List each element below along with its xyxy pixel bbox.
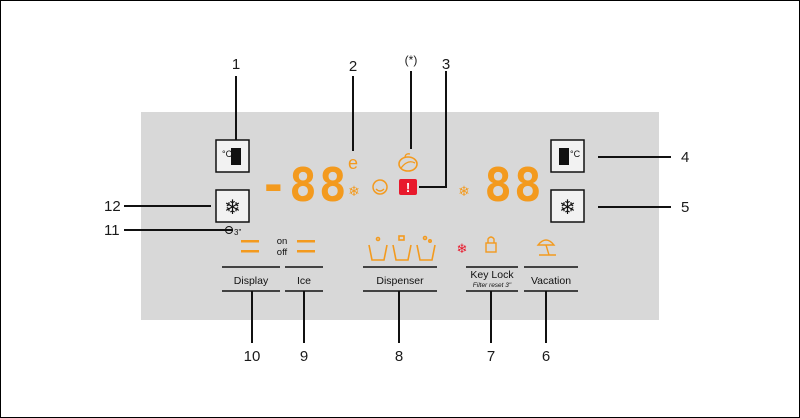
callout-2: 2 bbox=[349, 58, 357, 75]
display-indicator bbox=[241, 240, 259, 253]
callout-6: 6 bbox=[542, 348, 550, 365]
svg-text:!: ! bbox=[406, 180, 410, 195]
dispenser-button[interactable]: Dispenser bbox=[376, 275, 424, 287]
vacation-button[interactable]: Vacation bbox=[531, 275, 571, 287]
ice-button[interactable]: Ice bbox=[297, 275, 311, 287]
eco-leaf-icon bbox=[398, 153, 418, 172]
beach-umbrella-icon bbox=[536, 239, 556, 256]
callout-5: 5 bbox=[681, 199, 689, 216]
callout-star: (*) bbox=[405, 53, 418, 67]
freezer-temp-display: -88 bbox=[259, 158, 348, 212]
callout-1: 1 bbox=[232, 56, 240, 73]
svg-text:3": 3" bbox=[234, 228, 241, 237]
snowflake-icon: ❄ bbox=[559, 197, 576, 219]
callout-10: 10 bbox=[244, 348, 261, 365]
fridge-temp-button[interactable]: °C bbox=[550, 139, 585, 173]
fresh-indicator-icon bbox=[372, 179, 388, 195]
button-divider-lines bbox=[222, 266, 578, 292]
dispenser-icon bbox=[368, 235, 436, 261]
thermometer-icon bbox=[559, 148, 569, 165]
filter-reset-label: Filter reset 3" bbox=[473, 282, 512, 289]
hold-3s-indicator: 3" bbox=[225, 226, 241, 237]
callout-11: 11 bbox=[104, 222, 120, 239]
alarm-icon: ! bbox=[399, 179, 417, 195]
leader-3 bbox=[419, 71, 447, 188]
svg-text:°C: °C bbox=[570, 149, 581, 159]
display-button[interactable]: Display bbox=[234, 275, 269, 287]
callout-9: 9 bbox=[300, 348, 308, 365]
callout-12: 12 bbox=[104, 198, 121, 215]
thermometer-icon bbox=[231, 148, 241, 165]
snowflake-icon: ❄ bbox=[457, 241, 468, 256]
snowflake-icon: ❄ bbox=[348, 183, 360, 199]
fast-freeze-button[interactable]: ❄ bbox=[550, 189, 585, 223]
callout-4: 4 bbox=[681, 149, 689, 166]
ice-on-label: on bbox=[277, 236, 288, 247]
callout-7: 7 bbox=[487, 348, 495, 365]
callout-3: 3 bbox=[442, 56, 450, 73]
snowflake-icon: ❄ bbox=[458, 183, 470, 199]
callout-8: 8 bbox=[395, 348, 403, 365]
svg-text:°C: °C bbox=[222, 149, 233, 159]
callout-lines bbox=[124, 71, 671, 343]
lock-icon bbox=[485, 236, 497, 253]
superfreeze-button[interactable]: ❄ bbox=[215, 189, 250, 223]
freezer-temp-button[interactable]: °C bbox=[215, 139, 250, 173]
ice-indicator bbox=[297, 240, 315, 253]
indicator-e-icon: e bbox=[348, 153, 358, 173]
snowflake-icon: ❄ bbox=[224, 197, 241, 219]
key-lock-button[interactable]: Key Lock bbox=[470, 269, 514, 281]
fridge-temp-display: 88 bbox=[484, 158, 543, 212]
ice-off-label: off bbox=[277, 247, 288, 258]
